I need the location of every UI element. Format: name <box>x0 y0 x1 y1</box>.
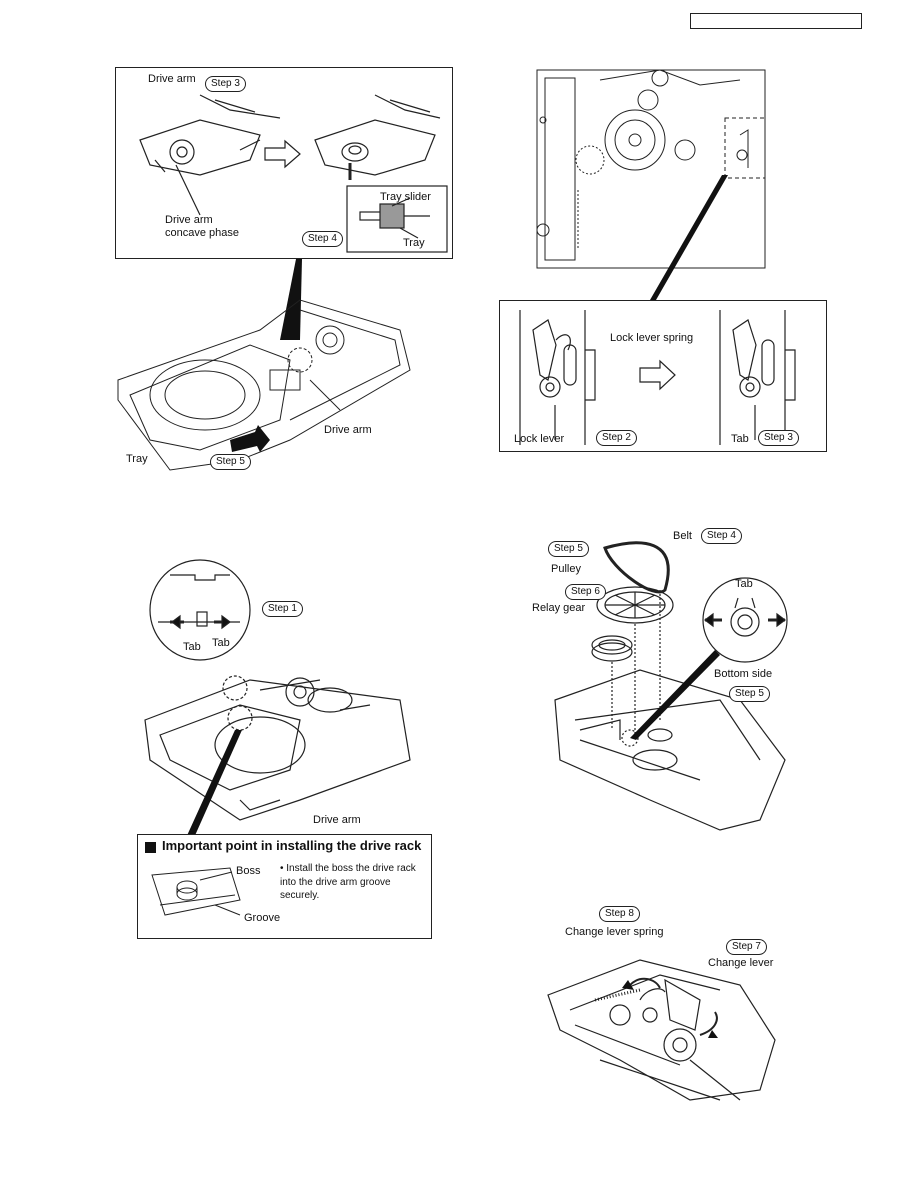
label-drive-arm-main: Drive arm <box>324 424 372 436</box>
label-pulley: Pulley <box>551 563 581 575</box>
label-belt: Belt <box>673 530 692 542</box>
label-boss: Boss <box>236 865 261 877</box>
badge-step-1: Step 1 <box>262 601 303 617</box>
badge-step-3: Step 3 <box>205 76 246 92</box>
label-bottom-side: Bottom side <box>714 668 773 680</box>
badge-step-7: Step 7 <box>726 939 767 955</box>
badge-step-6: Step 6 <box>565 584 606 600</box>
label-tab-left: Tab <box>183 641 201 653</box>
label-lock-lever: Lock lever <box>514 433 565 445</box>
important-title: Important point in installing the drive … <box>162 838 422 853</box>
badge-step-4: Step 4 <box>302 231 343 247</box>
label-change-lever-spring: Change lever spring <box>565 926 664 938</box>
label-tray-slider: Tray slider <box>380 191 431 203</box>
important-point-box <box>137 834 432 939</box>
important-note: • Install the boss the drive rack into t… <box>280 863 416 901</box>
badge-step-5-top: Step 5 <box>548 541 589 557</box>
label-tab: Tab <box>735 578 753 590</box>
label-lock-lever-spring: Lock lever spring <box>610 332 694 344</box>
badge-step-5: Step 5 <box>210 454 251 470</box>
label-relay-gear: Relay gear <box>532 602 586 614</box>
badge-step-8: Step 8 <box>599 906 640 922</box>
label-tab-right: Tab <box>212 637 230 649</box>
label-groove: Groove <box>244 912 281 924</box>
label-drive-arm-callout: Drive arm <box>148 73 196 85</box>
important-square-icon <box>145 842 156 853</box>
label-tray: Tray <box>126 453 148 465</box>
label-drive-arm-concave: Drive arm concave phase <box>165 214 239 239</box>
label-drive-arm: Drive arm <box>313 814 361 826</box>
page-header-box <box>690 13 862 29</box>
badge-step-2: Step 2 <box>596 430 637 446</box>
badge-step-3: Step 3 <box>758 430 799 446</box>
label-change-lever: Change lever <box>708 957 774 969</box>
badge-step-5-bottom: Step 5 <box>729 686 770 702</box>
label-tab: Tab <box>731 433 749 445</box>
badge-step-4: Step 4 <box>701 528 742 544</box>
label-tray-inset: Tray <box>403 237 425 249</box>
